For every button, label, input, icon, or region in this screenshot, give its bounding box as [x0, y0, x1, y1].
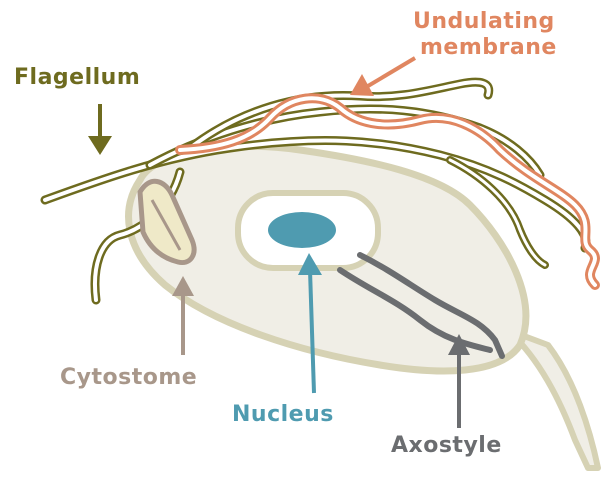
flagellum-label: Flagellum: [14, 66, 140, 90]
nucleus-shape: [268, 212, 336, 248]
undulating-membrane-label-line2: membrane: [420, 36, 557, 60]
nucleus-label: Nucleus: [232, 403, 334, 427]
axostyle-tail: [508, 330, 598, 468]
flagellum-arrow: [88, 104, 112, 155]
undulating-membrane-label-line1: Undulating: [413, 10, 555, 34]
axostyle-label: Axostyle: [391, 434, 502, 458]
cytostome-label: Cytostome: [60, 366, 197, 390]
